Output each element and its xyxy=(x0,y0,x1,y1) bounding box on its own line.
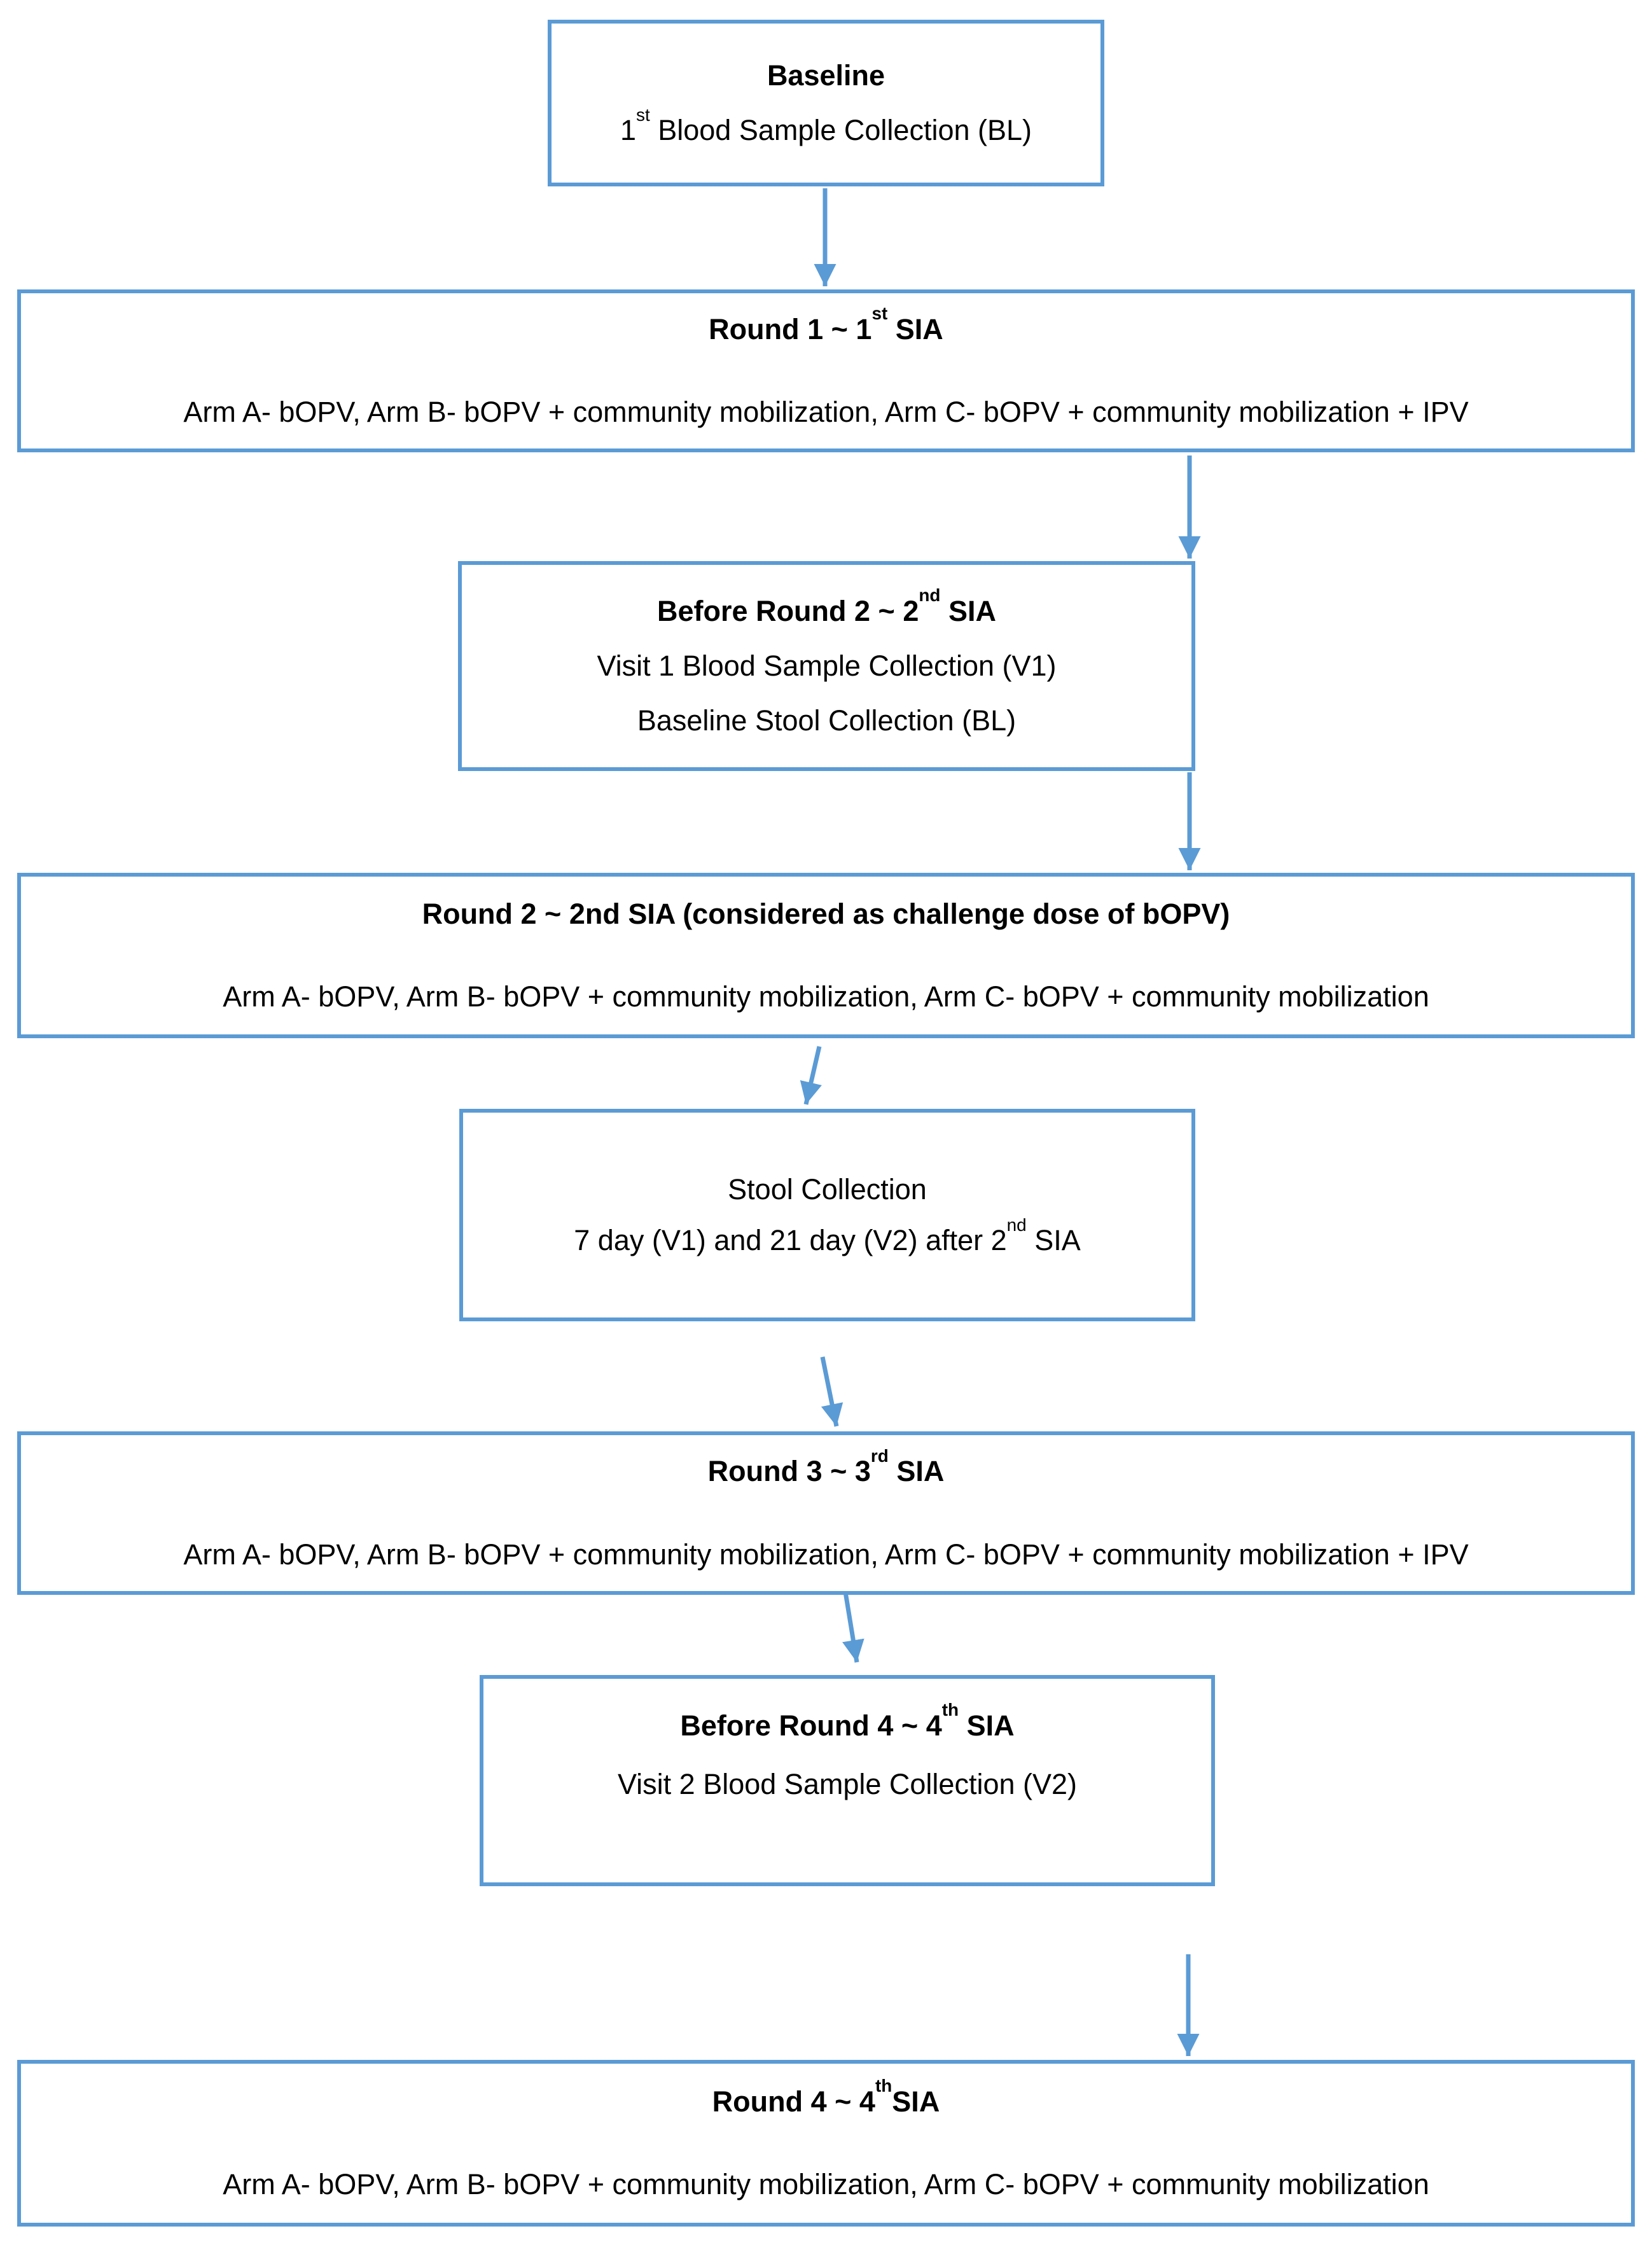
arrow-stool-to-round3 xyxy=(820,1356,843,1427)
box-baseline: Baseline 1st Blood Sample Collection (BL… xyxy=(548,20,1104,186)
box-before-round4-title: Before Round 4 ~ 4th SIA xyxy=(680,1700,1015,1742)
box-stool-collection: Stool Collection 7 day (V1) and 21 day (… xyxy=(459,1109,1195,1321)
box-stool-title: Stool Collection xyxy=(728,1172,927,1206)
box-round1: Round 1 ~ 1st SIA Arm A- bOPV, Arm B- bO… xyxy=(17,289,1635,452)
box-round4-arms: Arm A- bOPV, Arm B- bOPV + community mob… xyxy=(223,2168,1429,2200)
box-before-round2-line2: Visit 1 Blood Sample Collection (V1) xyxy=(597,649,1057,682)
ordinal-superscript: th xyxy=(875,2076,892,2096)
box-round1-arms: Arm A- bOPV, Arm B- bOPV + community mob… xyxy=(183,396,1469,428)
ordinal-superscript: rd xyxy=(870,1445,889,1466)
box-round3-arms: Arm A- bOPV, Arm B- bOPV + community mob… xyxy=(183,1538,1469,1571)
ordinal-superscript: st xyxy=(636,104,650,125)
box-before-round4-line2: Visit 2 Blood Sample Collection (V2) xyxy=(617,1768,1078,1800)
box-before-round2-title: Before Round 2 ~ 2nd SIA xyxy=(657,585,996,627)
box-round4: Round 4 ~ 4thSIA Arm A- bOPV, Arm B- bOP… xyxy=(17,2060,1635,2227)
ordinal-superscript: nd xyxy=(919,585,941,606)
arrow-round2-to-stool xyxy=(800,1046,822,1105)
box-baseline-title: Baseline xyxy=(767,59,885,92)
box-round1-title: Round 1 ~ 1st SIA xyxy=(709,303,943,345)
box-stool-line2: 7 day (V1) and 21 day (V2) after 2nd SIA xyxy=(574,1214,1081,1256)
box-round4-title: Round 4 ~ 4thSIA xyxy=(712,2076,940,2118)
ordinal-superscript: nd xyxy=(1006,1214,1027,1235)
box-before-round2: Before Round 2 ~ 2nd SIA Visit 1 Blood S… xyxy=(458,561,1195,771)
box-round2-title: Round 2 ~ 2nd SIA (considered as challen… xyxy=(422,897,1230,930)
ordinal-superscript: st xyxy=(871,303,888,324)
box-round3-title: Round 3 ~ 3rd SIA xyxy=(707,1445,945,1488)
ordinal-superscript: th xyxy=(941,1700,959,1720)
box-round2: Round 2 ~ 2nd SIA (considered as challen… xyxy=(17,873,1635,1038)
box-baseline-subtitle: 1st Blood Sample Collection (BL) xyxy=(620,104,1032,146)
box-before-round2-line3: Baseline Stool Collection (BL) xyxy=(637,704,1017,737)
box-round2-arms: Arm A- bOPV, Arm B- bOPV + community mob… xyxy=(223,980,1429,1013)
box-round3: Round 3 ~ 3rd SIA Arm A- bOPV, Arm B- bO… xyxy=(17,1431,1635,1595)
box-before-round4: Before Round 4 ~ 4th SIA Visit 2 Blood S… xyxy=(480,1675,1215,1886)
